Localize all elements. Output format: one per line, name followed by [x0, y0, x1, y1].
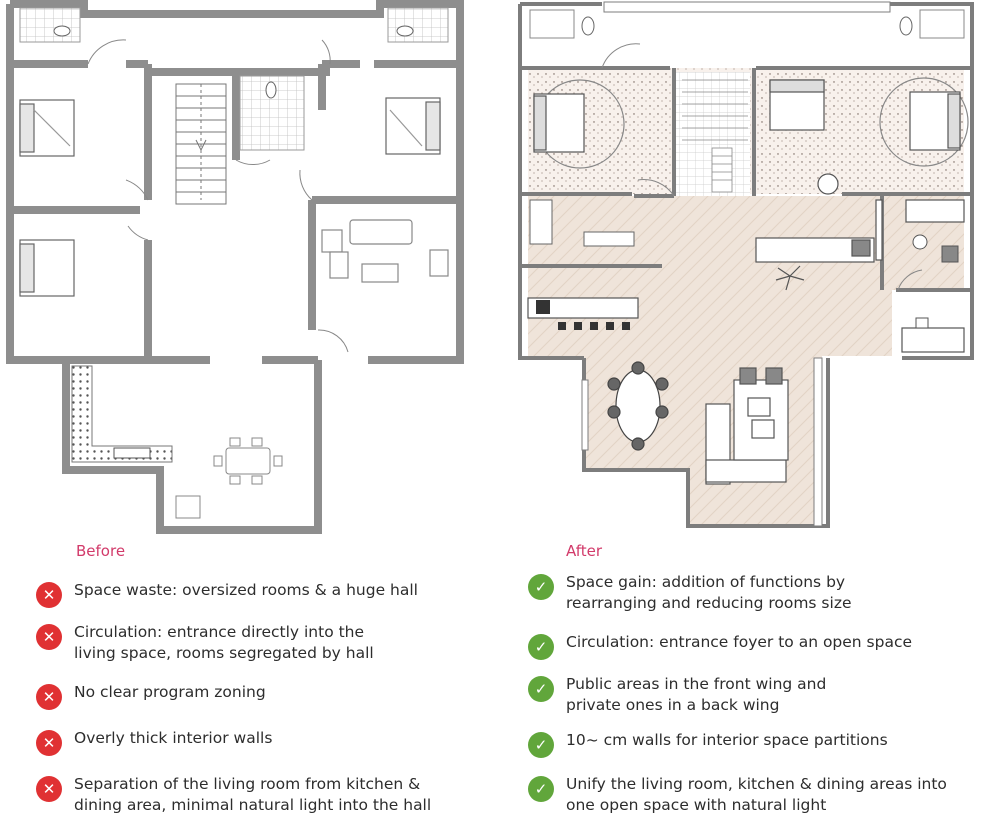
x-circle-icon: ✕ [36, 624, 62, 650]
after-item-text: Circulation: entrance foyer to an open s… [566, 633, 913, 651]
x-circle-icon: ✕ [36, 684, 62, 710]
x-circle-icon: ✕ [36, 776, 62, 802]
list-item: ✕ Space waste: oversized rooms & a huge … [36, 580, 418, 608]
list-item: ✓ Unify the living room, kitchen & dinin… [528, 774, 947, 816]
after-heading: After [566, 542, 603, 560]
list-item: ✕ Overly thick interior walls [36, 728, 272, 756]
after-item-text: 10~ cm walls for interior space partitio… [566, 731, 888, 749]
x-circle-icon: ✕ [36, 582, 62, 608]
list-item: ✓ Space gain: addition of functions by r… [528, 572, 852, 614]
check-circle-icon: ✓ [528, 676, 554, 702]
list-item: ✕ No clear program zoning [36, 682, 266, 710]
before-item-text: Space waste: oversized rooms & a huge ha… [74, 581, 418, 599]
list-item: ✕ Circulation: entrance directly into th… [36, 622, 374, 664]
after-item-text: Public areas in the front wing and priva… [566, 675, 827, 714]
before-heading: Before [76, 542, 126, 560]
list-item: ✕ Separation of the living room from kit… [36, 774, 431, 816]
before-item-text: No clear program zoning [74, 683, 266, 701]
before-item-text: Overly thick interior walls [74, 729, 273, 747]
before-item-text: Separation of the living room from kitch… [74, 775, 432, 814]
check-circle-icon: ✓ [528, 732, 554, 758]
floor-plan-after [518, 1, 974, 528]
before-item-text: Circulation: entrance directly into the … [74, 623, 374, 662]
list-item: ✓ 10~ cm walls for interior space partit… [528, 730, 888, 758]
floor-plan-before [6, 0, 464, 534]
check-circle-icon: ✓ [528, 574, 554, 600]
after-item-text: Space gain: addition of functions by rea… [566, 573, 852, 612]
check-circle-icon: ✓ [528, 634, 554, 660]
after-item-text: Unify the living room, kitchen & dining … [566, 775, 947, 814]
list-item: ✓ Circulation: entrance foyer to an open… [528, 632, 912, 660]
x-circle-icon: ✕ [36, 730, 62, 756]
check-circle-icon: ✓ [528, 776, 554, 802]
list-item: ✓ Public areas in the front wing and pri… [528, 674, 826, 716]
